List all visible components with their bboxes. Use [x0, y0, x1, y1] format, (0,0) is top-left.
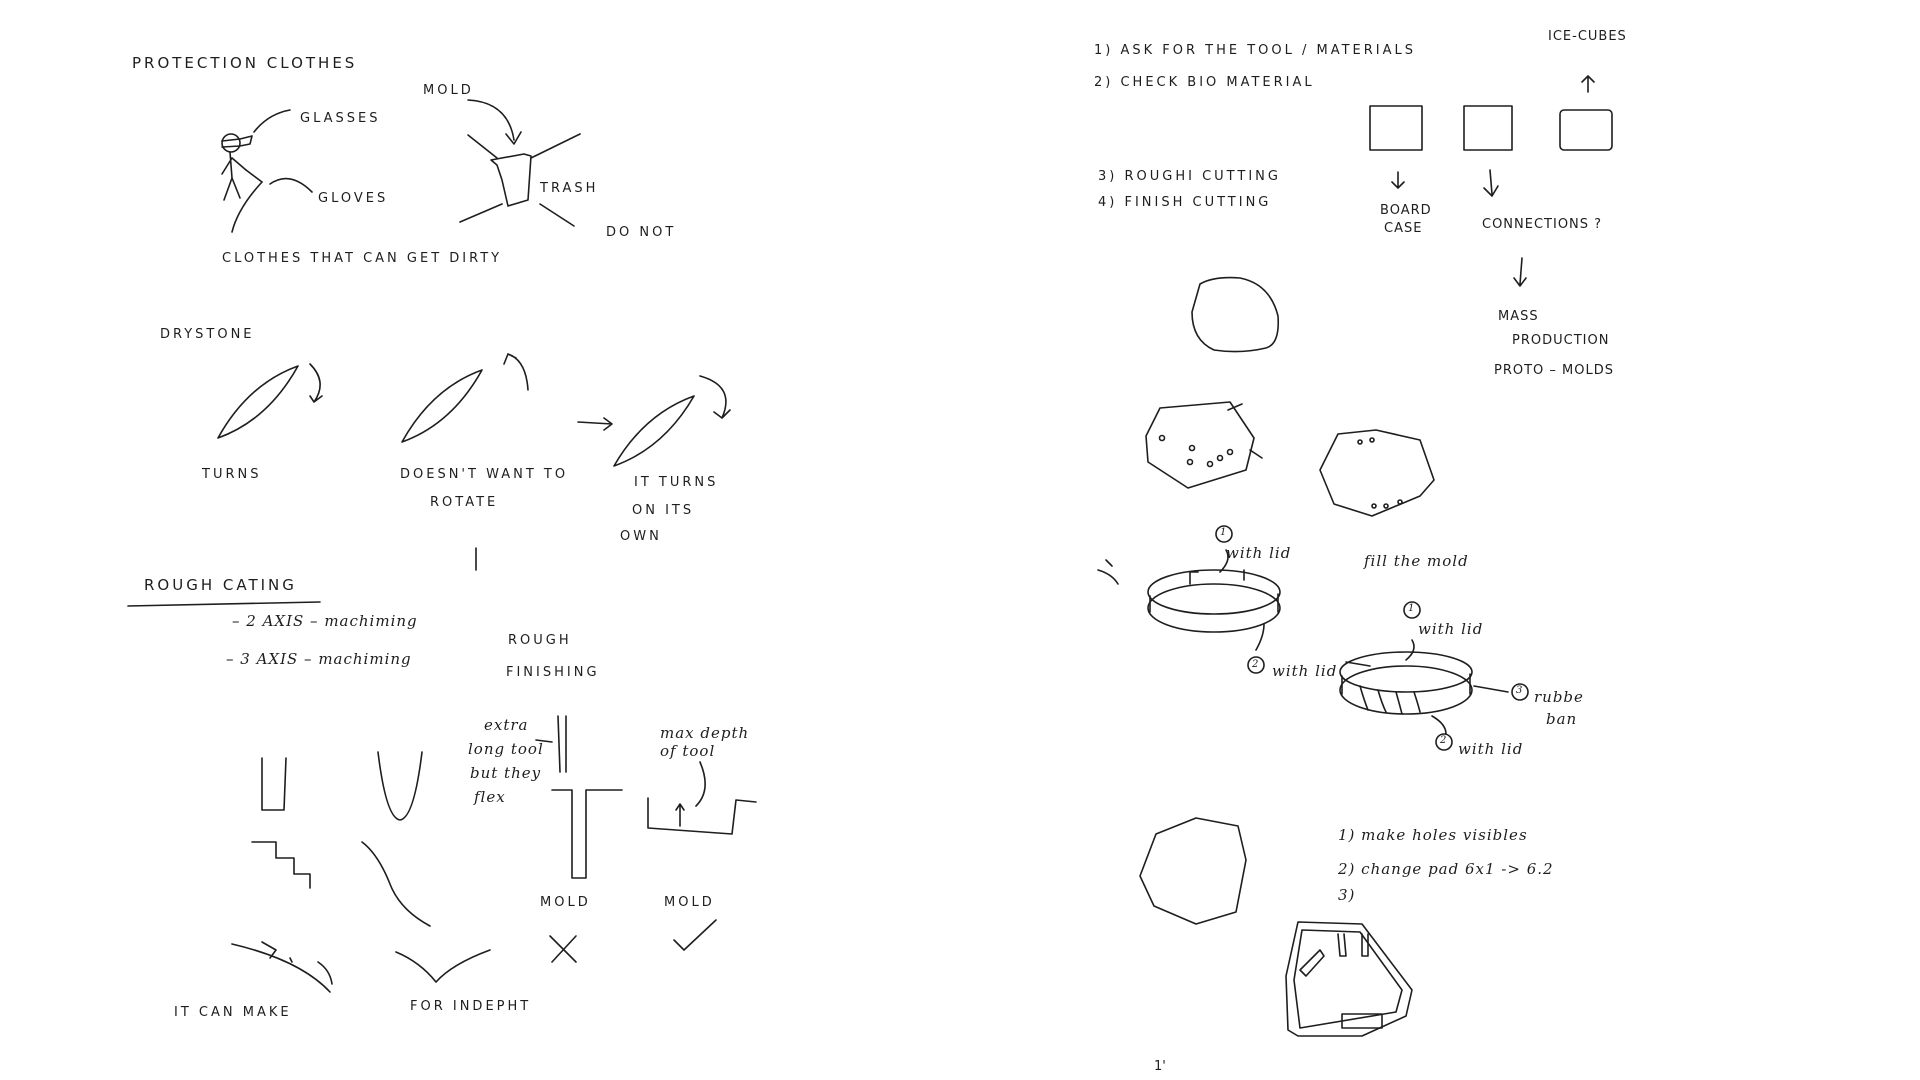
heading-rough-cating: ROUGH CATING [144, 578, 297, 593]
max-depth-mold-sketch [648, 762, 756, 950]
label-but-they: but they [470, 766, 541, 781]
label-mold-left: MOLD [540, 896, 591, 909]
todo-2: 2) change pad 6x1 -> 6.2 [1338, 862, 1554, 877]
heading-protection-clothes: PROTECTION CLOTHES [132, 56, 357, 71]
label-rotate: ROTATE [430, 496, 498, 509]
label-long-tool: long tool [468, 742, 544, 757]
label-fill-the-mold: fill the mold [1364, 554, 1469, 569]
hexagon-fill-mold-sketch [1320, 430, 1434, 516]
label-mass: MASS [1498, 310, 1539, 323]
label-with-lid-1: with lid [1226, 546, 1291, 561]
label-max-depth: max depth [660, 726, 749, 741]
label-lid-2-number: 2 [1252, 660, 1259, 670]
mold-trash-sketch [460, 100, 580, 226]
round-mold-sketch [1192, 278, 1278, 352]
hexagon-outline-sketch [1140, 818, 1246, 924]
label-with-lid-2: with lid [1272, 664, 1337, 679]
tool-profiles-sketch [232, 752, 490, 992]
label-mold: MOLD [423, 84, 474, 97]
label-of-tool: of tool [660, 744, 715, 759]
label-with-lid-4: with lid [1458, 742, 1523, 757]
todo-1: 1) make holes visibles [1338, 828, 1528, 843]
label-doesnt-want: DOESN'T WANT TO [400, 468, 568, 481]
label-for-indepht: FOR INDEPHT [410, 1000, 531, 1013]
label-own: OWN [620, 530, 662, 543]
todo-3: 3) [1338, 888, 1355, 903]
label-with-lid-3: with lid [1418, 622, 1483, 637]
long-tool-mold-sketch [536, 716, 622, 962]
label-rubber: rubbe [1534, 690, 1584, 705]
label-on-its: ON ITS [632, 504, 694, 517]
drystone-doesnt-rotate-sketch [402, 354, 528, 442]
step-3: 3) ROUGHI CUTTING [1098, 170, 1281, 183]
step-2: 2) CHECK BIO MATERIAL [1094, 76, 1315, 89]
label-rubber-number: 3 [1516, 686, 1523, 696]
label-lid-1-number: 1 [1220, 528, 1227, 538]
label-finishing: FINISHING [506, 666, 600, 679]
label-band: ban [1546, 712, 1577, 727]
label-it-can-make: IT CAN MAKE [174, 1006, 292, 1019]
hexagon-with-slots-sketch [1286, 922, 1412, 1036]
clothes-note: CLOTHES THAT CAN GET DIRTY [222, 252, 502, 265]
label-ice-cubes: ICE-CUBES [1548, 30, 1627, 43]
label-turns: TURNS [202, 468, 261, 481]
person-with-goggles-sketch [222, 110, 312, 232]
label-mold-right: MOLD [664, 896, 715, 909]
step-1: 1) ASK FOR THE TOOL / MATERIALS [1094, 44, 1416, 57]
label-proto-molds: PROTO – MOLDS [1494, 364, 1614, 377]
heading-drystone: DRYSTONE [160, 328, 255, 341]
drystone-turns-sketch [218, 364, 322, 438]
label-3-axis: – 3 AXIS – machiming [226, 652, 412, 667]
label-production: PRODUCTION [1512, 334, 1609, 347]
ring-mold-2-sketch [1340, 640, 1508, 734]
label-rough: ROUGH [508, 634, 572, 647]
label-lid-4-number: 2 [1440, 736, 1447, 746]
label-board: BOARD [1380, 204, 1432, 217]
rough-cating-underline [128, 602, 320, 606]
label-gloves: GLOVES [318, 192, 388, 205]
label-2-axis: – 2 AXIS – machiming [232, 614, 418, 629]
ring-mold-1-sketch [1098, 550, 1280, 650]
label-extra: extra [484, 718, 528, 733]
drystone-turns-own-sketch [578, 376, 730, 466]
box-diagram [1370, 76, 1612, 286]
label-case: CASE [1384, 222, 1422, 235]
label-it-turns: IT TURNS [634, 476, 718, 489]
label-flex: flex [474, 790, 506, 805]
page-number: 1' [1154, 1060, 1166, 1073]
label-connections: CONNECTIONS ? [1482, 218, 1602, 231]
hexagon-mold-with-holes-sketch [1146, 402, 1262, 488]
label-do-not: DO NOT [606, 226, 676, 239]
label-trash: TRASH [540, 182, 598, 195]
label-glasses: GLASSES [300, 112, 380, 125]
label-lid-3-number: 1 [1408, 604, 1415, 614]
step-4: 4) FINISH CUTTING [1098, 196, 1271, 209]
